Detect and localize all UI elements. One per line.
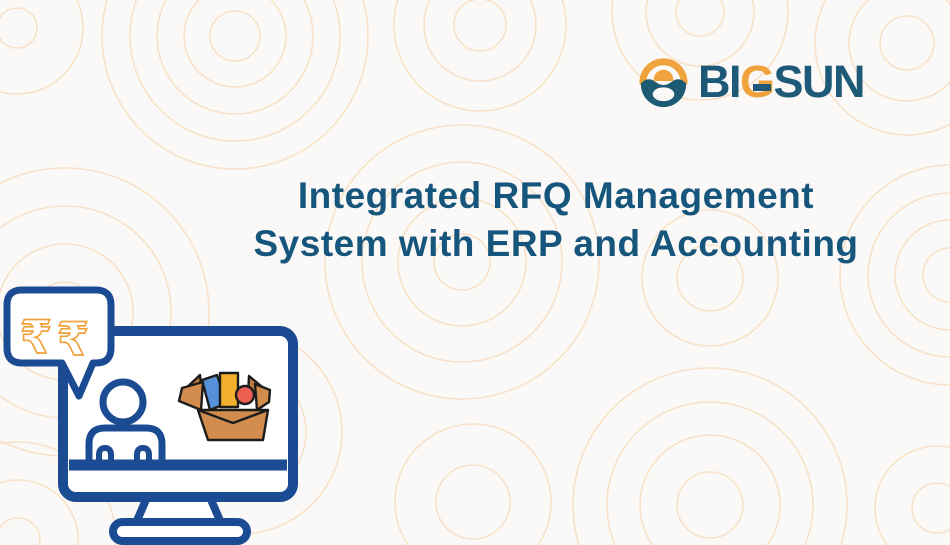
title-line-1: Integrated RFQ Management	[297, 175, 815, 216]
rupee-symbol: ₹	[57, 312, 89, 366]
brand-prefix: BI	[698, 56, 742, 107]
circle-group	[874, 445, 950, 545]
circle-group	[0, 0, 84, 95]
box-item-red	[234, 384, 256, 406]
circle-group	[611, 0, 789, 101]
open-box-icon	[177, 371, 272, 442]
circle-group	[394, 423, 552, 545]
speech-bubble	[3, 286, 115, 400]
brand-accent-letter: G	[740, 56, 775, 107]
box-item-yellow	[218, 371, 240, 409]
person-icon	[85, 378, 166, 465]
person-head	[99, 378, 147, 426]
sun-wave-icon	[639, 58, 688, 108]
circle-group	[101, 0, 369, 170]
circle-group	[572, 367, 848, 545]
title-line-2: System with ERP and Accounting	[253, 223, 859, 264]
circle-group	[393, 0, 567, 112]
rupee-symbol: ₹	[20, 310, 52, 364]
page-title: Integrated RFQ Management System with ER…	[200, 172, 912, 268]
circle-group	[324, 124, 600, 400]
brand-logo: BIGSUN	[636, 54, 866, 109]
circle-group	[814, 0, 950, 136]
circle-group	[839, 164, 950, 386]
brand-wordmark: BIGSUN	[698, 54, 866, 109]
rfq-illustration: ₹ ₹	[3, 286, 298, 545]
brand-suffix: SUN	[773, 56, 866, 107]
circle-group	[641, 209, 779, 347]
